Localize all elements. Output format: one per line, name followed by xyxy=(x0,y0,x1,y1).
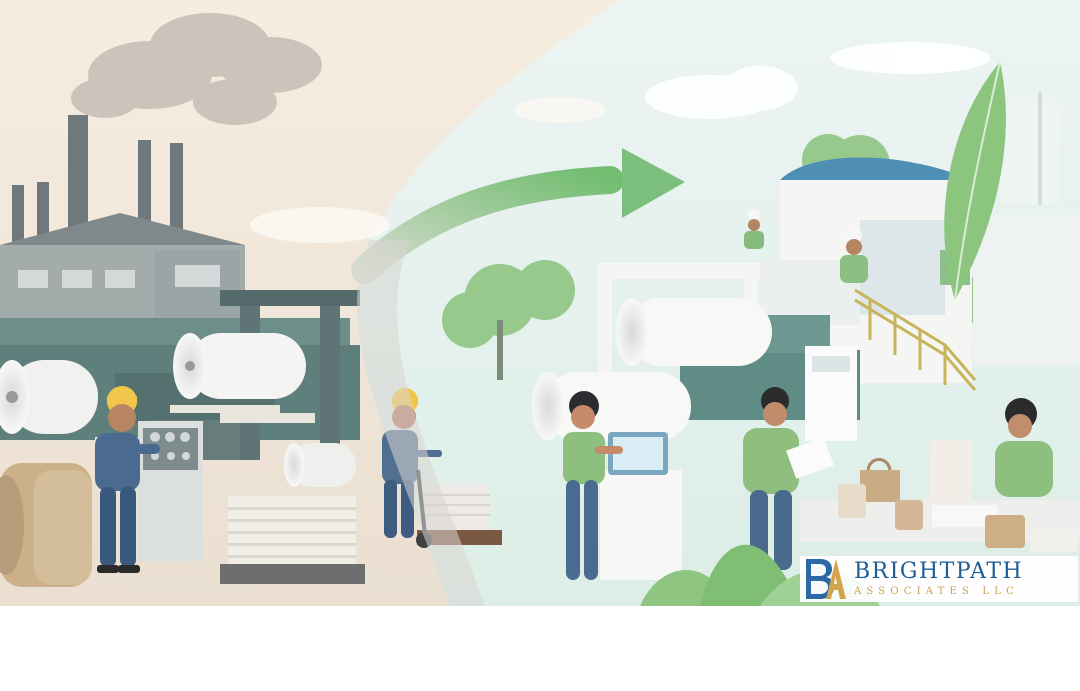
right-clouds xyxy=(645,42,990,119)
terminal-worker xyxy=(563,391,623,580)
smoke-clouds xyxy=(71,13,322,125)
digital-control-terminal xyxy=(600,432,682,580)
left-cloud xyxy=(250,207,390,243)
kraft-paper-rolls xyxy=(0,463,92,587)
logo-company-name: BRIGHTPATH xyxy=(854,559,1024,584)
logo-company-subtitle: ASSOCIATES LLC xyxy=(854,586,1019,597)
modern-paper-rolls xyxy=(532,298,772,441)
packaging-worker xyxy=(995,398,1053,497)
brightpath-logo: BRIGHTPATH ASSOCIATES LLC xyxy=(800,556,1078,602)
factory-transition-illustration: BRIGHTPATH ASSOCIATES LLC xyxy=(0,0,1080,606)
scene-svg xyxy=(0,0,1080,606)
roof-worker xyxy=(744,209,764,249)
upper-worker xyxy=(840,227,868,283)
paper-stack-pallet xyxy=(220,496,365,584)
logo-monogram-icon xyxy=(806,559,846,599)
bottom-white-strip xyxy=(0,606,1080,691)
path-shadow xyxy=(357,240,485,606)
man-reading-paper xyxy=(743,387,834,570)
transition-arrow-head xyxy=(622,148,685,218)
old-control-panel xyxy=(138,421,203,561)
packaging-table xyxy=(800,440,1080,552)
left-worker-panel xyxy=(95,386,160,573)
large-leaf xyxy=(944,61,1006,301)
yellow-stairs xyxy=(854,288,977,391)
logo-text: BRIGHTPATH ASSOCIATES LLC xyxy=(854,561,1023,597)
old-paper-rolls xyxy=(0,333,356,487)
left-cloud-small xyxy=(515,97,605,123)
